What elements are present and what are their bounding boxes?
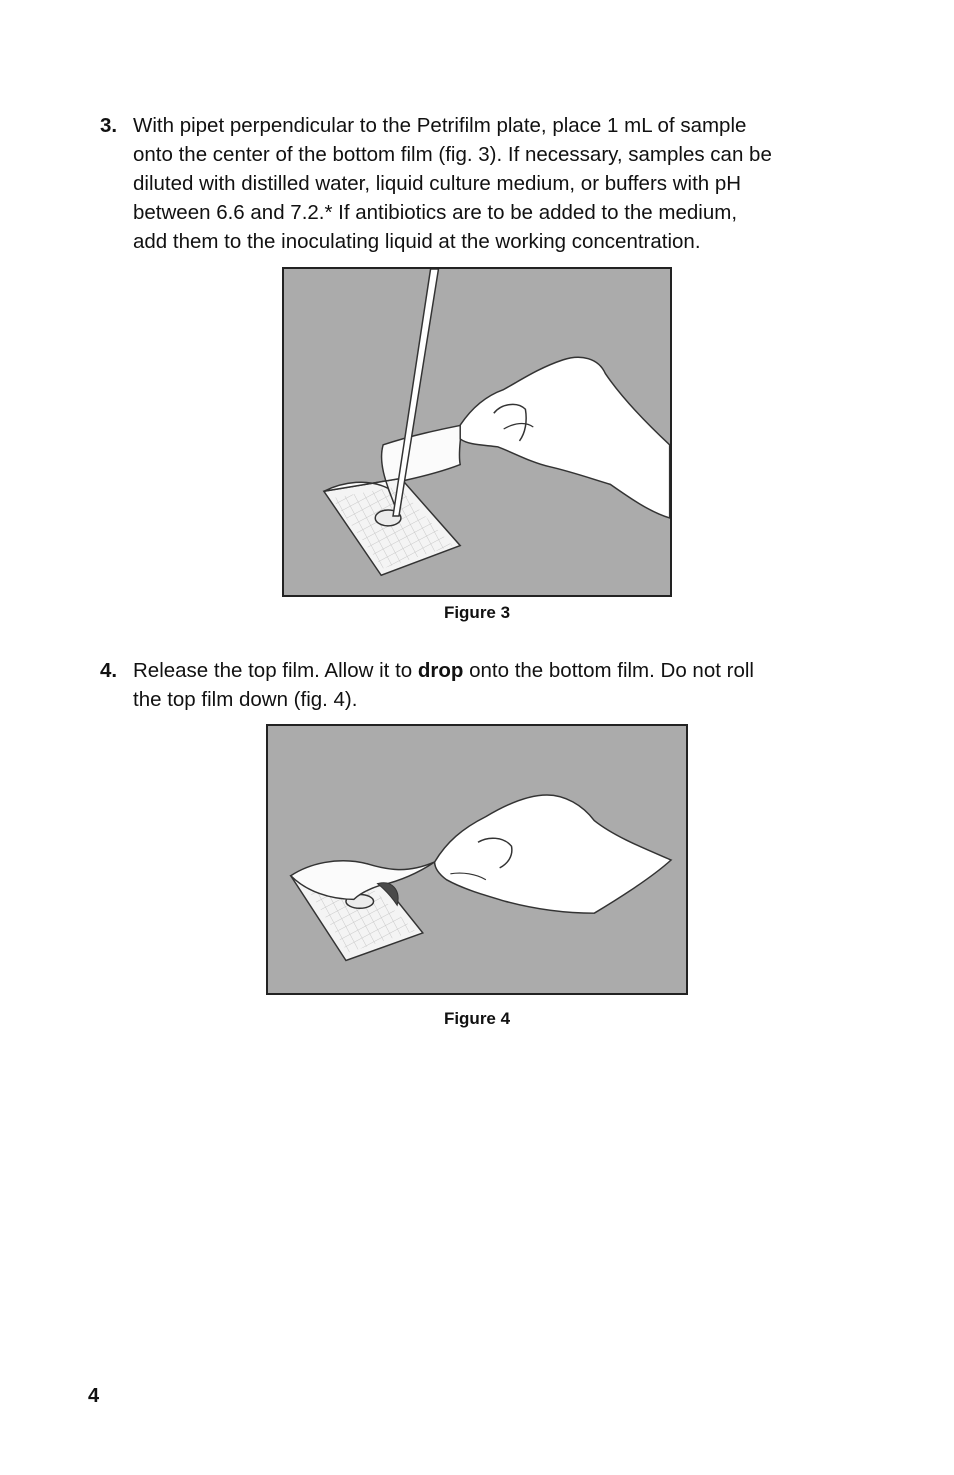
pipet-on-petrifilm-illustration <box>322 269 670 577</box>
figure-4-caption: Figure 4 <box>443 1009 511 1028</box>
step-text-line: between 6.6 and 7.2.* If antibiotics are… <box>133 201 738 224</box>
step-number: 3. <box>100 114 118 137</box>
step-number: 4. <box>100 659 118 682</box>
emphasis-drop: drop <box>417 659 464 682</box>
step-text-line: add them to the inoculating liquid at th… <box>133 230 701 253</box>
step-text-line: onto the center of the bottom film (fig.… <box>133 143 772 166</box>
finger-crease <box>450 872 487 881</box>
step-text-segment: Release the top film. Allow it to <box>133 659 418 682</box>
figure-4-illustration <box>266 724 688 995</box>
hand <box>459 356 670 519</box>
film-curl <box>376 882 399 907</box>
page-number: 4 <box>88 1385 100 1407</box>
hand <box>433 794 673 914</box>
step-text-segment: onto the bottom film. Do not roll <box>463 659 754 682</box>
film-grid <box>331 486 453 569</box>
top-film <box>289 860 436 901</box>
finger-crease <box>503 422 534 430</box>
step-3: 3. With pipet perpendicular to the Petri… <box>100 111 880 261</box>
thumb <box>477 837 513 869</box>
figure-3-illustration <box>282 267 672 597</box>
thumb <box>493 403 527 442</box>
step-text-line: diluted with distilled water, liquid cul… <box>133 172 742 195</box>
step-text-line: Release the top film. Allow it to drop o… <box>133 656 873 685</box>
top-film <box>323 424 464 507</box>
figure-3-caption: Figure 3 <box>443 603 511 622</box>
step-text-line: the top film down (fig. 4). <box>133 688 358 711</box>
film-grid <box>310 883 415 953</box>
step-text: Release the top film. Allow it to drop o… <box>133 656 873 714</box>
step-4: 4. Release the top film. Allow it to dro… <box>100 656 880 716</box>
pipet <box>392 269 440 517</box>
release-top-film-illustration <box>289 794 673 962</box>
step-text-line: With pipet perpendicular to the Petrifil… <box>133 114 747 137</box>
step-text: With pipet perpendicular to the Petrifil… <box>133 111 873 256</box>
